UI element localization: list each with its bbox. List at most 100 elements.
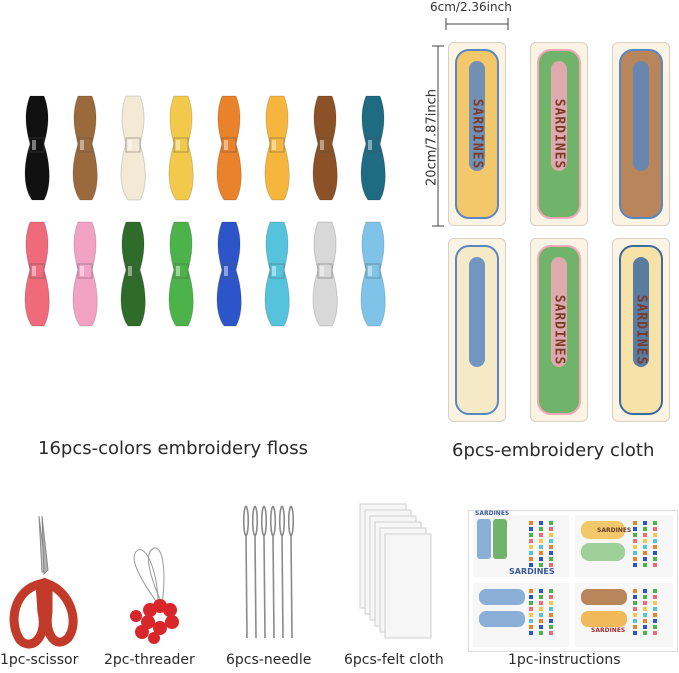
floss-skein bbox=[264, 95, 290, 201]
color-swatch bbox=[643, 533, 647, 537]
color-swatch bbox=[529, 625, 533, 629]
color-swatch bbox=[633, 545, 637, 549]
threader-caption: 2pc-threader bbox=[104, 652, 195, 668]
color-swatch bbox=[539, 533, 543, 537]
color-swatch bbox=[549, 527, 553, 531]
width-dimension: 6cm/2.36inch bbox=[430, 0, 512, 14]
color-swatch bbox=[633, 619, 637, 623]
instructions-sheet: SARDINES SARDINES SARDINES SARDINES bbox=[468, 510, 678, 652]
color-swatch bbox=[643, 521, 647, 525]
needle bbox=[278, 505, 286, 639]
cloth-card: SARDINES bbox=[612, 238, 670, 422]
color-swatch bbox=[633, 613, 637, 617]
color-swatch bbox=[653, 607, 657, 611]
color-swatch bbox=[633, 533, 637, 537]
color-swatch bbox=[643, 557, 647, 561]
color-swatch bbox=[539, 619, 543, 623]
color-swatch bbox=[549, 589, 553, 593]
color-swatch bbox=[643, 595, 647, 599]
floss-skein bbox=[120, 95, 146, 201]
color-swatch bbox=[549, 539, 553, 543]
cloth-card bbox=[448, 238, 506, 422]
scissor-caption: 1pc-scissor bbox=[0, 652, 79, 668]
color-swatch bbox=[539, 613, 543, 617]
floss-skeins bbox=[24, 95, 386, 327]
color-swatch bbox=[643, 601, 647, 605]
needle bbox=[251, 505, 259, 639]
floss-skein bbox=[168, 95, 194, 201]
needle bbox=[269, 505, 277, 639]
color-swatch bbox=[549, 557, 553, 561]
color-swatch bbox=[643, 613, 647, 617]
floss-skein bbox=[312, 221, 338, 327]
color-swatch bbox=[539, 545, 543, 549]
color-swatch bbox=[643, 545, 647, 549]
color-swatch bbox=[529, 607, 533, 611]
color-swatch bbox=[643, 625, 647, 629]
color-swatch bbox=[633, 625, 637, 629]
floss-skein bbox=[120, 221, 146, 327]
color-swatch bbox=[549, 521, 553, 525]
floss-group bbox=[10, 88, 400, 348]
sheet-label-top-left: SARDINES bbox=[475, 510, 510, 517]
needle-caption: 6pcs-needle bbox=[226, 652, 312, 668]
color-swatch bbox=[643, 563, 647, 567]
felt-caption: 6pcs-felt cloth bbox=[344, 652, 444, 668]
color-swatch bbox=[539, 601, 543, 605]
color-swatch bbox=[633, 631, 637, 635]
color-swatch bbox=[549, 601, 553, 605]
color-swatch bbox=[653, 631, 657, 635]
floss-skein bbox=[216, 221, 242, 327]
color-swatch bbox=[539, 625, 543, 629]
color-swatch bbox=[539, 527, 543, 531]
floss-skein bbox=[264, 221, 290, 327]
color-swatch bbox=[529, 631, 533, 635]
color-swatch bbox=[529, 521, 533, 525]
color-swatch bbox=[549, 551, 553, 555]
color-swatch bbox=[633, 551, 637, 555]
color-swatch bbox=[633, 527, 637, 531]
color-swatch bbox=[539, 589, 543, 593]
fish-motif bbox=[551, 257, 567, 367]
color-swatch bbox=[643, 539, 647, 543]
scissor-image bbox=[9, 515, 78, 649]
color-swatch bbox=[529, 527, 533, 531]
fish-motif bbox=[469, 61, 485, 171]
color-swatch bbox=[633, 563, 637, 567]
color-swatch bbox=[539, 595, 543, 599]
color-swatch bbox=[529, 613, 533, 617]
color-swatch bbox=[653, 533, 657, 537]
color-swatch bbox=[633, 601, 637, 605]
cloth-card-label: SARDINES bbox=[551, 294, 567, 366]
cloth-card: SARDINES bbox=[448, 42, 506, 226]
color-swatch bbox=[653, 527, 657, 531]
color-swatch bbox=[653, 589, 657, 593]
color-swatch bbox=[539, 539, 543, 543]
color-swatch bbox=[539, 607, 543, 611]
color-swatch bbox=[529, 595, 533, 599]
height-dimension-arrow bbox=[432, 45, 444, 227]
floss-caption: 16pcs-colors embroidery floss bbox=[38, 438, 308, 459]
color-swatch bbox=[539, 563, 543, 567]
needle bbox=[242, 505, 250, 639]
color-swatch bbox=[653, 613, 657, 617]
floss-skein bbox=[168, 221, 194, 327]
color-swatch bbox=[549, 631, 553, 635]
color-swatch bbox=[633, 595, 637, 599]
color-swatch bbox=[539, 521, 543, 525]
color-swatch bbox=[653, 539, 657, 543]
color-swatch bbox=[549, 613, 553, 617]
cloth-card: SARDINES bbox=[530, 42, 588, 226]
color-swatch bbox=[529, 589, 533, 593]
cloth-card: SARDINES bbox=[530, 238, 588, 422]
needles-image bbox=[242, 505, 295, 639]
color-swatch bbox=[653, 601, 657, 605]
color-swatch bbox=[539, 551, 543, 555]
color-swatch bbox=[549, 563, 553, 567]
color-swatch bbox=[653, 595, 657, 599]
felt-cloth-image bbox=[359, 503, 432, 639]
floss-skein bbox=[72, 221, 98, 327]
color-swatch bbox=[643, 619, 647, 623]
color-swatch bbox=[653, 625, 657, 629]
needle bbox=[260, 505, 268, 639]
